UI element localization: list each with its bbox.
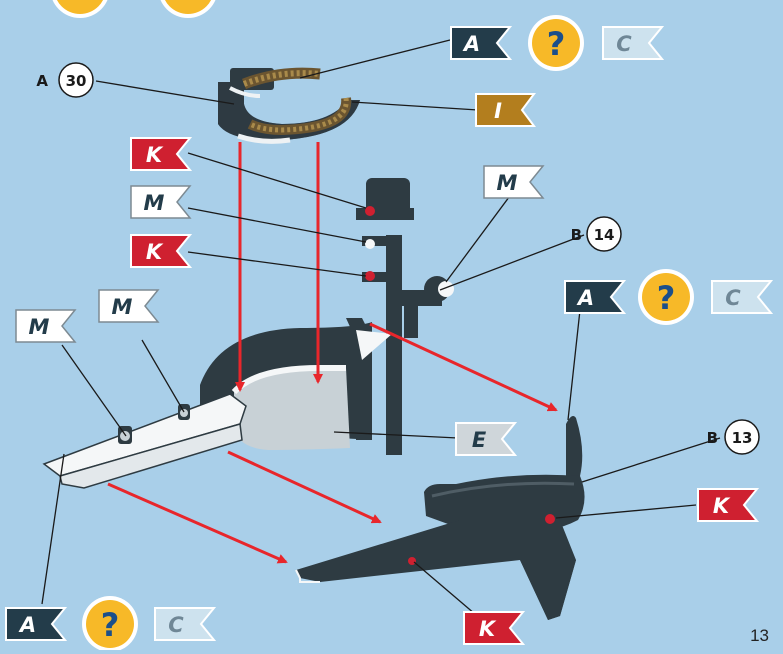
flag-m-left1: M <box>16 310 75 342</box>
curved-track-assembly <box>44 318 392 488</box>
callout-b-13-number: 13 <box>732 429 753 447</box>
flag-m-left2: M <box>99 290 158 322</box>
flag-m-left2-label: M <box>112 295 133 319</box>
flag-a-top-label: A <box>462 32 480 56</box>
question-mark-bottom: ? <box>101 606 120 644</box>
flag-k-bottom: K <box>464 612 523 644</box>
flag-m-right-label: M <box>497 171 518 195</box>
flag-k2-label: K <box>146 240 164 264</box>
flag-m1-label: M <box>144 191 165 215</box>
cropped-badges <box>50 0 218 18</box>
callout-a-30-number: 30 <box>66 72 87 90</box>
flag-a-right: A <box>565 281 624 313</box>
question-badge-top: ? <box>528 15 584 71</box>
callout-a-30-letter: A <box>36 72 48 90</box>
flag-a-top: A <box>451 27 510 59</box>
flag-c-bottom-label: C <box>168 613 184 637</box>
page-number: 13 <box>750 626 769 646</box>
flag-c-top-label: C <box>616 32 632 56</box>
flag-m-right: M <box>484 166 543 198</box>
flag-c-bottom: C <box>155 608 214 640</box>
question-mark-top: ? <box>547 25 566 63</box>
flag-k2: K <box>131 235 190 267</box>
flag-i: I <box>476 94 534 126</box>
callout-a-30: A 30 <box>36 63 93 97</box>
flag-i-label: I <box>494 99 502 123</box>
flag-e: E <box>456 423 515 455</box>
callout-b-13-letter: B <box>707 429 718 447</box>
question-mark-right: ? <box>657 279 676 317</box>
flag-c-top: C <box>603 27 662 59</box>
flag-a-bottom: A <box>6 608 65 640</box>
callout-b-14: B 14 <box>571 217 621 251</box>
flag-c-right-label: C <box>725 286 741 310</box>
flag-k-right: K <box>698 489 757 521</box>
question-badge-bottom: ? <box>82 596 138 650</box>
flag-c-right: C <box>712 281 771 313</box>
flag-a-right-label: A <box>576 286 594 310</box>
flag-m1: M <box>131 186 190 218</box>
flag-k1-label: K <box>146 143 164 167</box>
flag-k-right-label: K <box>713 494 731 518</box>
flag-k-bottom-label: K <box>479 617 497 641</box>
flag-e-label: E <box>472 428 487 452</box>
flag-m-left1-label: M <box>29 315 50 339</box>
gear-rack-top <box>244 73 320 84</box>
callout-b-14-letter: B <box>571 226 582 244</box>
question-badge-right: ? <box>638 269 694 325</box>
callout-b-14-number: 14 <box>594 226 615 244</box>
flag-a-bottom-label: A <box>18 613 36 637</box>
callout-b-13: B 13 <box>707 420 759 454</box>
flag-k1: K <box>131 138 190 170</box>
